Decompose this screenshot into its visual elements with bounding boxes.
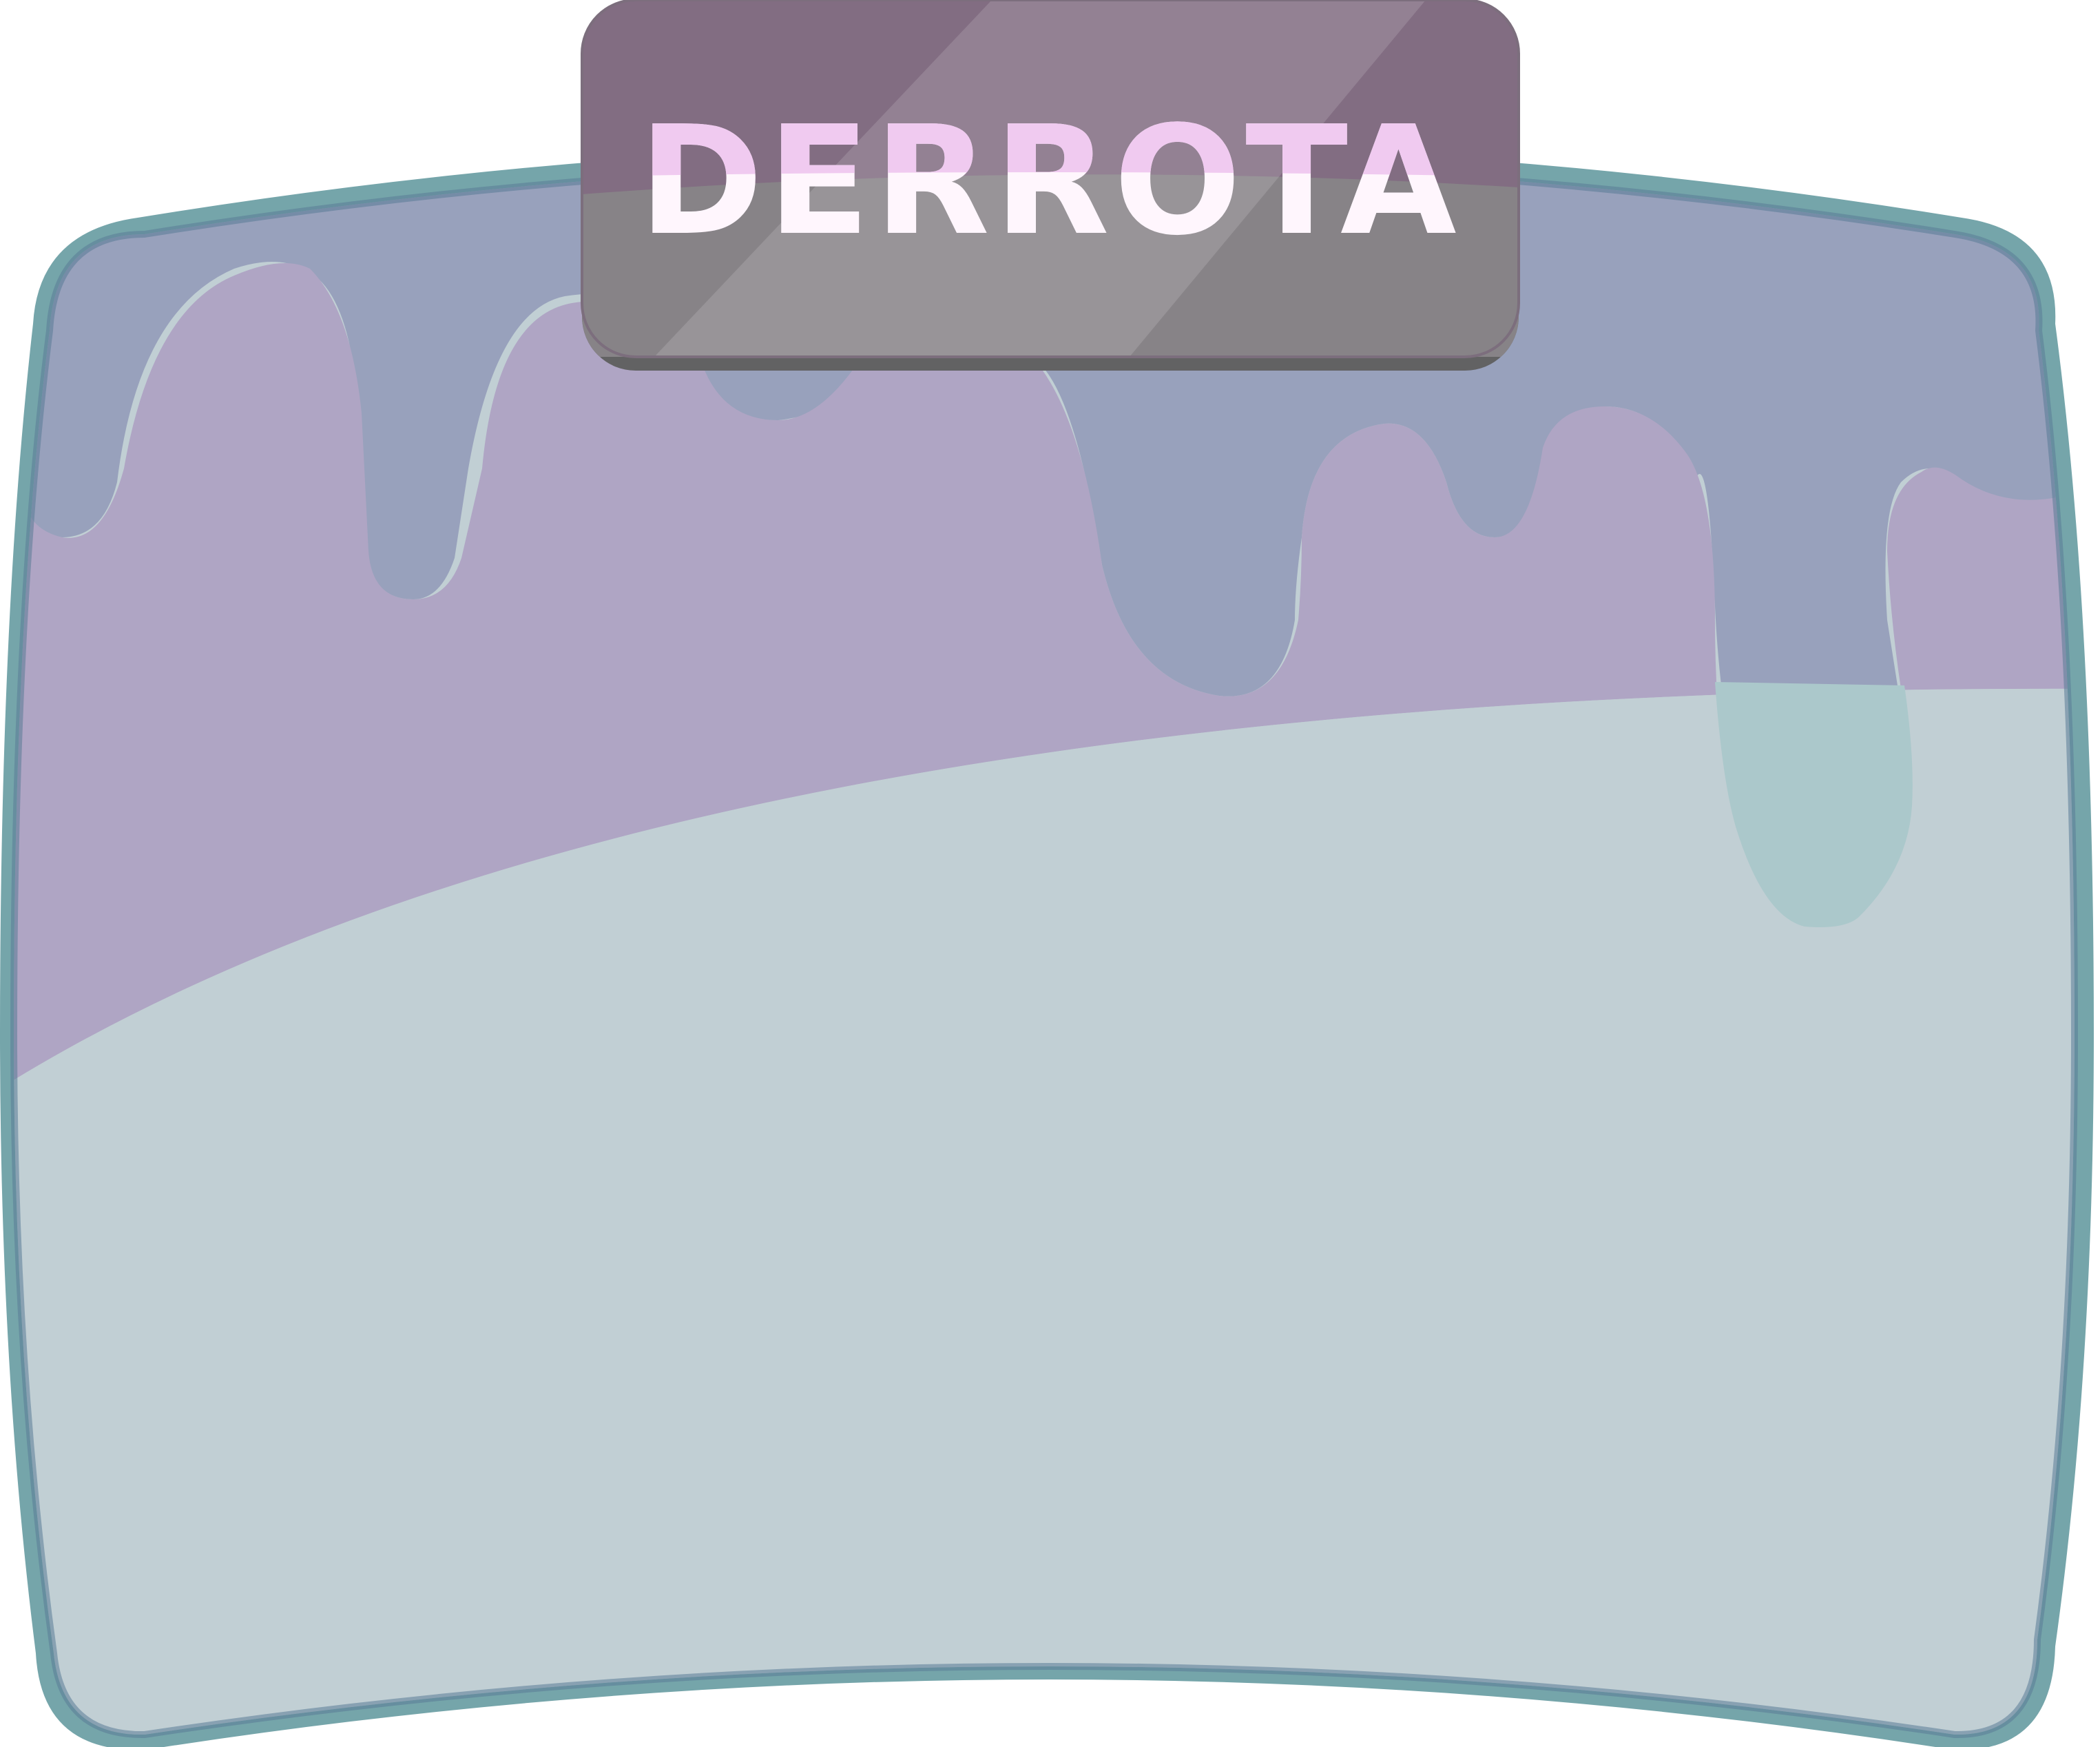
drip-shadow bbox=[1715, 682, 1913, 927]
dialog-title: DERROTA bbox=[638, 94, 1460, 269]
slime-top-band bbox=[14, 162, 2075, 924]
panel-inner-border bbox=[10, 158, 2079, 1739]
title-plate bbox=[581, 0, 1520, 371]
slime-drips bbox=[14, 263, 2075, 1088]
title-text-group: DERROTA DERROTA bbox=[638, 94, 1460, 269]
glass-lower bbox=[14, 688, 2075, 1735]
